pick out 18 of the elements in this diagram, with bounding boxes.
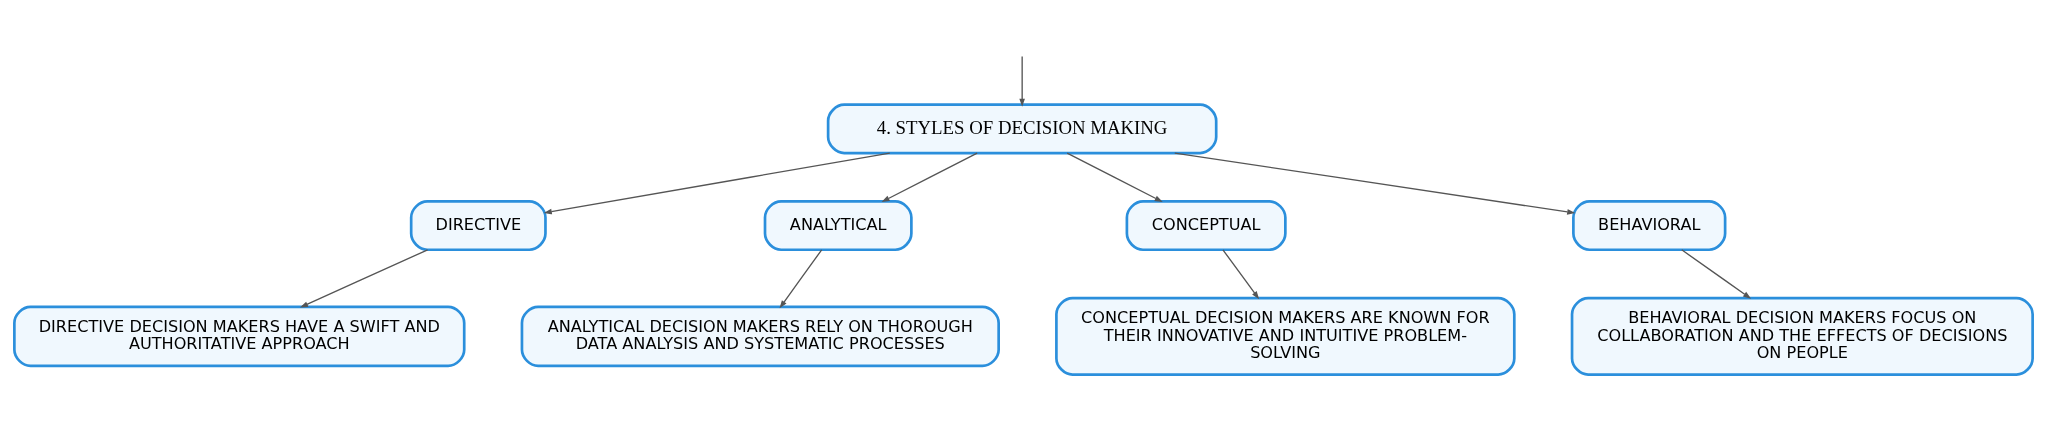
node-box: DIRECTIVE DECISION MAKERS HAVE A SWIFT AND AUTHORITATIVE APPROACH — [12, 304, 466, 367]
node-box: CONCEPTUAL — [1125, 199, 1287, 251]
node-box: 4. STYLES OF DECISION MAKING — [826, 102, 1218, 154]
node-box: CONCEPTUAL DECISION MAKERS ARE KNOWN FOR THEIR INNOVATIVE AND INTUITIVE PROBLEM-SOLVING — [1054, 296, 1516, 376]
node-box: ANALYTICAL DECISION MAKERS RELY ON THOROUGH DATA ANALYSIS AND SYSTEMATIC PROCESSES — [520, 304, 1000, 367]
node-box: BEHAVIORAL DECISION MAKERS FOCUS ON COLLABORATION AND THE EFFECTS OF DECISIONS ON PEOPLE — [1570, 296, 2034, 376]
node-box: DIRECTIVE — [409, 199, 547, 251]
node-box: BEHAVIORAL — [1571, 199, 1726, 251]
arrow — [1680, 248, 1751, 299]
arrow — [1173, 151, 1575, 215]
arrow — [1018, 55, 1025, 107]
arrow — [881, 152, 978, 202]
arrow — [1066, 152, 1163, 202]
arrow — [1221, 248, 1259, 299]
arrow — [299, 248, 428, 308]
arrow — [543, 151, 890, 214]
node-box: ANALYTICAL — [763, 199, 913, 251]
arrow — [779, 248, 822, 308]
